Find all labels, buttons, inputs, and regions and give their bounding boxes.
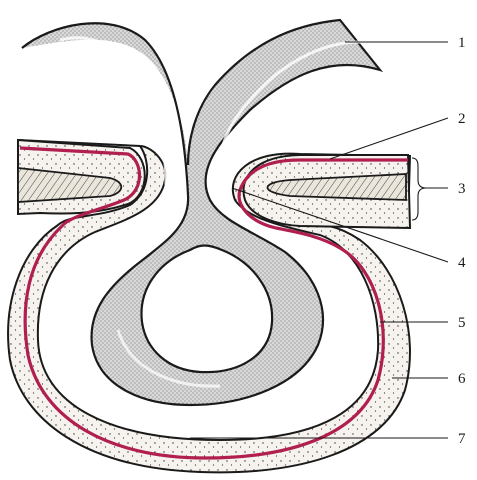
leader-bracket-3 [412, 158, 426, 220]
label-4: 4 [458, 255, 466, 271]
label-5: 5 [458, 315, 466, 331]
leader-line-2 [330, 118, 448, 159]
label-3: 3 [458, 181, 466, 197]
label-6: 6 [458, 371, 466, 387]
label-1: 1 [458, 35, 466, 51]
label-7: 7 [458, 431, 466, 447]
label-2: 2 [458, 111, 466, 127]
